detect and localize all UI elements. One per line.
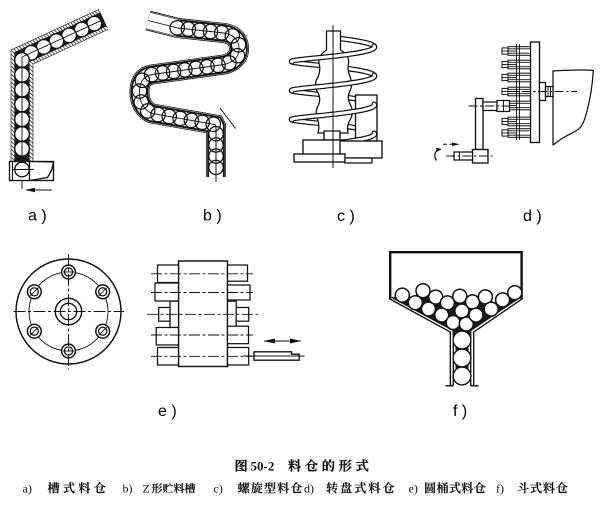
svg-text:b ): b ) xyxy=(203,208,222,225)
svg-text:Z: Z xyxy=(143,481,150,495)
svg-text:a ): a ) xyxy=(28,208,47,225)
svg-text:c ): c ) xyxy=(337,208,355,225)
svg-text:d ): d ) xyxy=(523,208,542,225)
svg-text:d): d) xyxy=(304,481,314,495)
svg-text:50-2: 50-2 xyxy=(251,459,275,474)
svg-text:e ): e ) xyxy=(158,403,177,420)
svg-text:e): e) xyxy=(409,481,418,495)
svg-text:b): b) xyxy=(123,481,133,495)
svg-text:f ): f ) xyxy=(453,403,467,420)
svg-text:a): a) xyxy=(23,481,32,495)
svg-text:f): f) xyxy=(496,481,504,495)
svg-text:c): c) xyxy=(214,481,223,495)
